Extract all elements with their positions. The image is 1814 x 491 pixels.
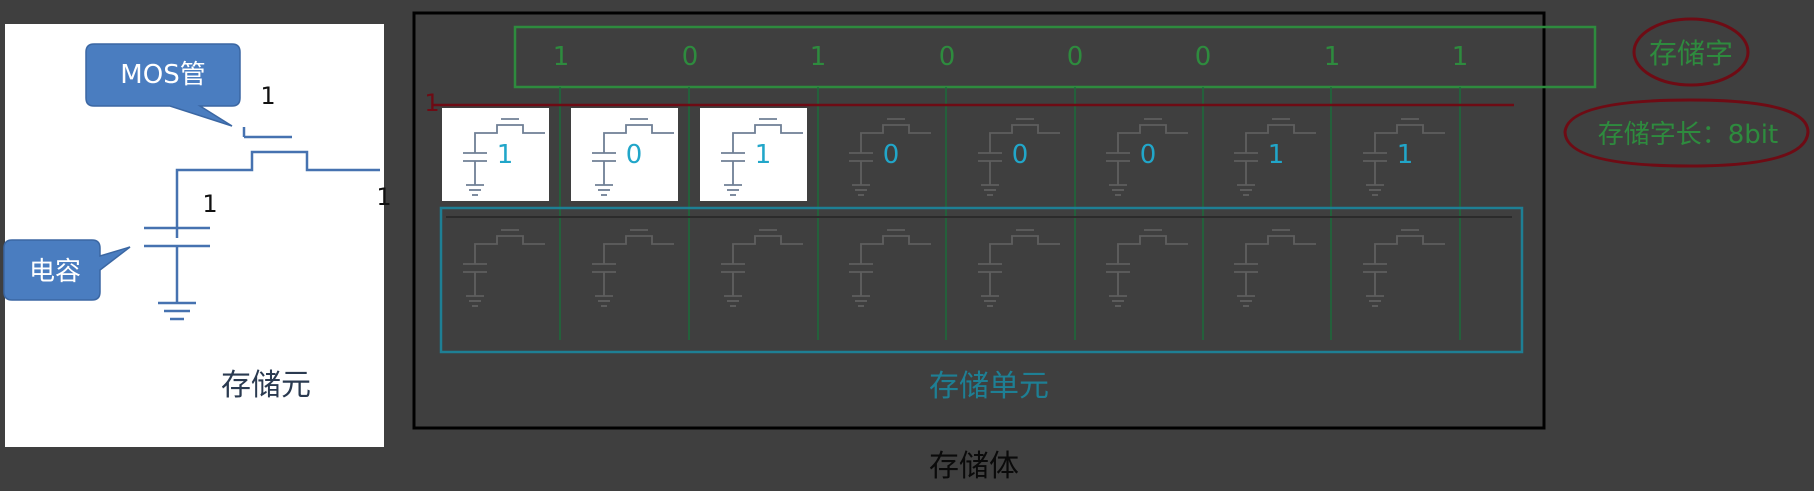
storage-element-caption: 存储元 — [221, 368, 311, 403]
cell-transistor — [1374, 235, 1445, 264]
memory-row-2 — [463, 229, 1445, 307]
storage-element-circuit — [144, 127, 380, 321]
cell-transistor — [1245, 235, 1316, 264]
cell-value: 1 — [755, 140, 772, 170]
memory-cell-r1-c0: 1 — [442, 108, 549, 201]
memory-cell-r1-c1: 0 — [571, 108, 678, 201]
memory-cell-r2-c3 — [849, 229, 931, 307]
cell-highlight-background — [571, 108, 678, 201]
cell-transistor — [989, 235, 1060, 264]
memory-body-label: 存储体 — [929, 449, 1019, 484]
word-length-label: 存储字长：8bit — [1598, 120, 1778, 150]
word-bit-0: 1 — [553, 42, 570, 72]
cell-transistor — [1117, 235, 1188, 264]
cell-value: 0 — [883, 140, 900, 170]
memory-cell-r1-c4: 0 — [978, 118, 1060, 196]
memory-cell-r1-c7: 1 — [1363, 118, 1445, 196]
cell-value: 1 — [1397, 140, 1414, 170]
storage-unit-label: 存储单元 — [929, 369, 1049, 404]
memory-cell-r2-c1 — [592, 229, 674, 307]
mos-transistor-wire — [175, 150, 380, 238]
memory-cell-r2-c4 — [978, 229, 1060, 307]
cell-transistor — [1117, 124, 1188, 153]
word-length-circle — [1563, 98, 1810, 168]
word-bit-5: 0 — [1195, 42, 1212, 72]
cell-value: 1 — [1268, 140, 1285, 170]
memory-word-bits: 1 0 1 0 0 0 1 1 — [553, 42, 1469, 72]
word-label-circle — [1632, 17, 1750, 87]
memory-word-box — [513, 25, 1597, 89]
cell-value: 0 — [626, 140, 643, 170]
cell-transistor — [732, 124, 803, 153]
mos-callout: MOS管 — [85, 43, 241, 127]
output-value: 1 — [376, 183, 391, 211]
cell-transistor — [732, 235, 803, 264]
capacitor-value: 1 — [202, 190, 217, 218]
capacitor-callout: 电容 — [3, 239, 131, 301]
word-bit-3: 0 — [939, 42, 956, 72]
word-bit-7: 1 — [1452, 42, 1469, 72]
cell-transistor — [1245, 124, 1316, 153]
memory-cell-r2-c7 — [1363, 229, 1445, 307]
memory-cell-r1-c3: 0 — [849, 118, 931, 196]
row-select-value: 1 — [424, 89, 439, 117]
word-bit-4: 0 — [1067, 42, 1084, 72]
memory-cell-r2-c0 — [463, 229, 545, 307]
cell-transistor — [474, 124, 545, 153]
cell-transistor — [603, 235, 674, 264]
mos-callout-label: MOS管 — [120, 60, 205, 90]
bit-lines — [559, 87, 1461, 340]
memory-cell-r2-c5 — [1106, 229, 1188, 307]
gate-value: 1 — [260, 82, 275, 110]
memory-cell-r1-c6: 1 — [1234, 118, 1316, 196]
capacitor-callout-label: 电容 — [29, 257, 81, 287]
word-label: 存储字 — [1649, 37, 1733, 70]
word-bit-2: 1 — [810, 42, 827, 72]
memory-cell-r1-c2: 1 — [700, 108, 807, 201]
storage-element-panel: MOS管 电容 1 1 1 存储元 — [3, 24, 392, 447]
memory-cell-r2-c2 — [721, 229, 803, 307]
cell-transistor — [474, 235, 545, 264]
storage-unit-box — [439, 206, 1524, 354]
memory-cell-r2-c6 — [1234, 229, 1316, 307]
memory-row-1: 1 0 1 0 0 0 1 1 — [442, 108, 1445, 201]
memory-cell-r1-c5: 0 — [1106, 118, 1188, 196]
cell-highlight-background — [442, 108, 549, 201]
cell-transistor — [989, 124, 1060, 153]
cell-transistor — [1374, 124, 1445, 153]
cell-value: 0 — [1012, 140, 1029, 170]
cell-transistor — [860, 124, 931, 153]
word-bit-1: 0 — [682, 42, 699, 72]
memory-body-frame — [412, 11, 1546, 430]
word-bit-6: 1 — [1324, 42, 1341, 72]
cell-highlight-background — [700, 108, 807, 201]
cell-value: 0 — [1140, 140, 1157, 170]
cell-value: 1 — [497, 140, 514, 170]
cell-transistor — [603, 124, 674, 153]
cell-transistor — [860, 235, 931, 264]
